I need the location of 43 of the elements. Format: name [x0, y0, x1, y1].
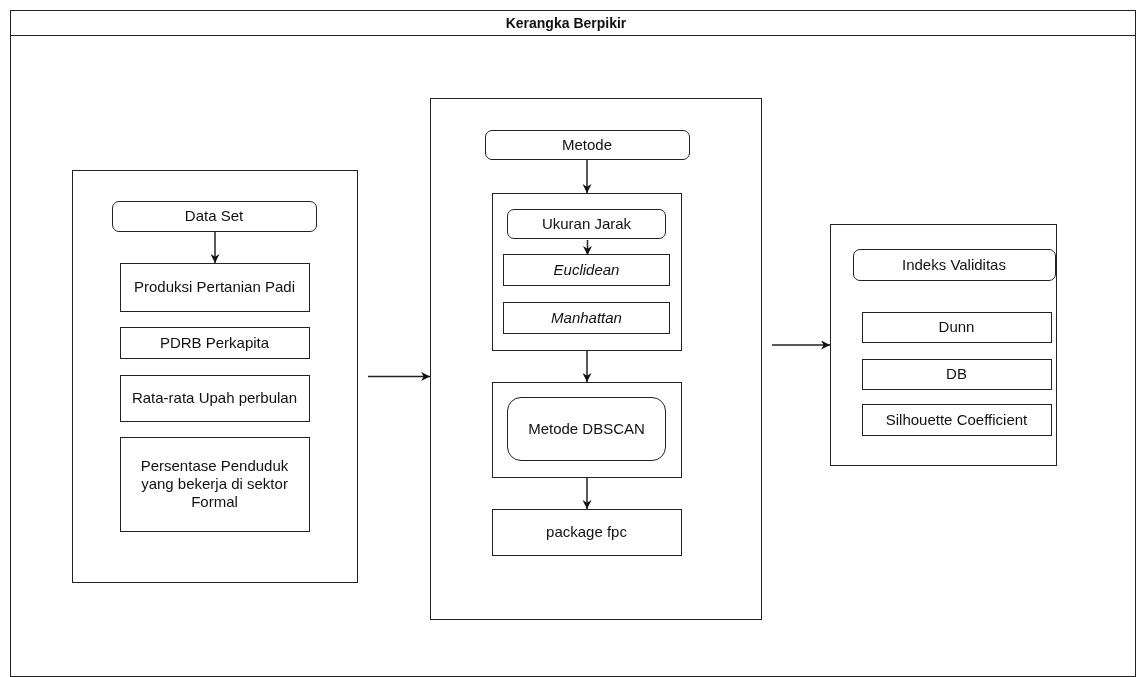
process-rounded-box	[484, 129, 690, 160]
process-box	[119, 326, 310, 359]
process-rounded-box	[507, 209, 666, 239]
node-label: Euclidean	[553, 261, 620, 279]
group-panel	[430, 98, 762, 620]
node-label: Rata-rata Upah perbulan	[131, 389, 298, 407]
diagram-title: Kerangka Berpikir	[505, 15, 627, 31]
node-label: Silhouette Coefficient	[885, 410, 1028, 429]
group-panel	[72, 170, 358, 583]
group-panel	[491, 381, 682, 478]
process-box	[119, 436, 310, 532]
process-box	[491, 508, 682, 556]
node-label: Metode	[561, 135, 612, 154]
group-panel	[830, 224, 1057, 466]
arrow	[582, 477, 592, 510]
node-label: package fpc	[546, 523, 627, 541]
arrow	[367, 372, 431, 381]
process-box	[861, 311, 1052, 343]
process-box	[119, 262, 310, 312]
process-box	[861, 358, 1052, 390]
arrow	[771, 340, 831, 350]
process-box	[119, 374, 310, 422]
process-box	[503, 302, 670, 334]
node-label: Persentase Penduduk yang bekerja di sektor Formal	[139, 457, 290, 511]
arrow	[583, 239, 592, 256]
arrow	[210, 231, 220, 264]
node-label: Data Set	[184, 207, 244, 225]
process-rounded-box	[507, 397, 666, 461]
arrow	[582, 159, 592, 194]
arrow	[582, 350, 592, 383]
node-label: DB	[946, 365, 967, 383]
node-label: Manhattan	[551, 309, 622, 327]
process-box	[861, 403, 1052, 436]
node-label: Indeks Validitas	[902, 255, 1006, 274]
node-label: Produksi Pertanian Padi	[134, 278, 295, 296]
process-rounded-box	[111, 200, 317, 232]
process-rounded-box	[852, 248, 1056, 281]
group-panel	[491, 192, 682, 351]
node-label: PDRB Perkapita	[159, 333, 270, 352]
node-label: Ukuran Jarak	[541, 215, 632, 233]
process-box	[503, 254, 670, 286]
node-label: Dunn	[938, 318, 975, 336]
node-label: Metode DBSCAN	[528, 420, 645, 438]
